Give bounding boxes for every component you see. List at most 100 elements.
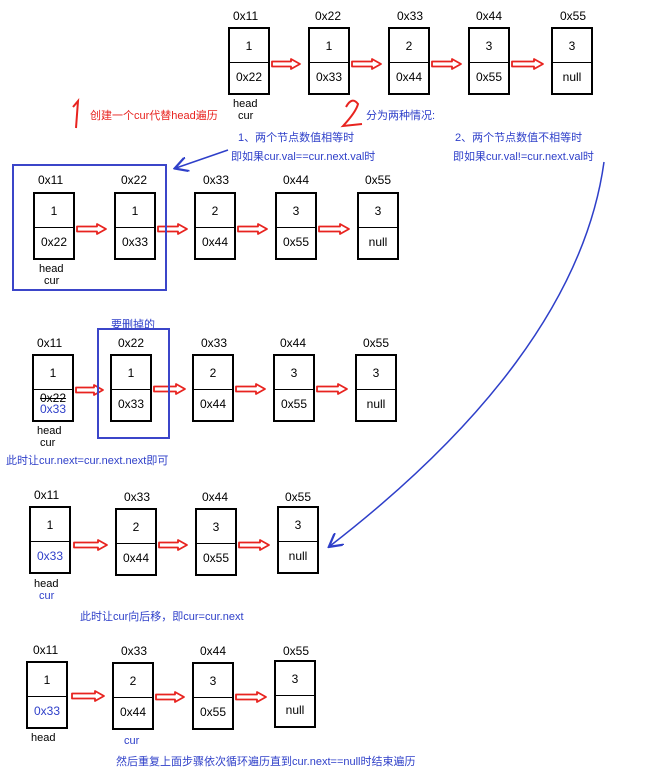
list-node: 1 0x33 (110, 354, 152, 422)
node-address: 0x55 (283, 644, 310, 658)
node-next: null (366, 396, 386, 411)
pointer-arrow (237, 223, 268, 235)
head-label: head (31, 732, 56, 744)
node-address: 0x44 (280, 336, 307, 350)
node-address: 0x44 (476, 9, 503, 23)
pointer-arrow (511, 58, 544, 70)
node-value: 1 (31, 508, 69, 542)
list-node: 1 0x22 (33, 192, 75, 260)
node-value: 3 (194, 664, 232, 698)
cur-label: cur (44, 275, 60, 287)
node-next: 0x33 (315, 69, 343, 84)
list-node: 1 0x22 0x33 (32, 354, 74, 422)
pointer-arrow (73, 539, 108, 551)
node-value: 2 (117, 510, 155, 544)
node-next: 0x55 (280, 396, 308, 411)
head-label: head (233, 98, 258, 110)
node-address: 0x55 (285, 490, 312, 504)
cur-label: cur (238, 110, 254, 122)
row5-note: 然后重复上面步骤依次循环遍历直到cur.next==null时结束遍历 (116, 756, 416, 768)
list-node: 1 0x33 (29, 506, 71, 574)
list-node: 3 null (357, 192, 399, 260)
node-value: 3 (276, 662, 314, 696)
node-value: 3 (553, 29, 591, 63)
node-next: 0x55 (202, 550, 230, 565)
node-address: 0x11 (34, 488, 60, 502)
list-node: 2 0x44 (194, 192, 236, 260)
node-next: 0x22 0x33 (34, 387, 72, 420)
node-address: 0x33 (124, 490, 151, 504)
node-next: 0x22 (235, 69, 263, 84)
list-node: 1 0x33 (308, 27, 350, 95)
step1-text: 创建一个cur代替head遍历 (90, 110, 218, 122)
node-address: 0x44 (200, 644, 227, 658)
list-node: 3 null (274, 660, 316, 728)
list-node: 3 0x55 (468, 27, 510, 95)
pointer-arrow (235, 383, 266, 395)
node-value: 1 (112, 356, 150, 390)
node-address: 0x33 (121, 644, 148, 658)
node-value: 1 (34, 356, 72, 390)
step2-text: 分为两种情况: (366, 110, 436, 122)
node-address: 0x55 (363, 336, 390, 350)
node-address: 0x11 (33, 643, 59, 657)
delete-node-frame (97, 328, 170, 439)
list-node: 1 0x33 (114, 192, 156, 260)
list-node: 3 0x55 (195, 508, 237, 576)
node-next: 0x44 (201, 234, 229, 249)
list-node: 3 null (355, 354, 397, 422)
node-next: 0x22 (40, 234, 68, 249)
node-address: 0x22 (315, 9, 342, 23)
node-next: null (562, 69, 582, 84)
node-value: 3 (357, 356, 395, 390)
list-node: 2 0x44 (112, 662, 154, 730)
node-value: 3 (279, 508, 317, 542)
node-next: 0x44 (122, 550, 150, 565)
pointer-arrow (157, 223, 188, 235)
node-next: 0x55 (199, 704, 227, 719)
node-address: 0x55 (365, 173, 392, 187)
head-label: head (34, 578, 59, 590)
list-node: 2 0x44 (192, 354, 234, 422)
list-node: 1 0x33 (26, 661, 68, 729)
case-equal-title: 1、两个节点数值相等时 (238, 132, 355, 144)
pointer-arrow (271, 58, 301, 70)
cur-label: cur (124, 735, 140, 747)
list-node: 2 0x44 (388, 27, 430, 95)
node-value: 3 (197, 510, 235, 544)
node-address: 0x44 (202, 490, 229, 504)
node-next: 0x33 (36, 548, 64, 563)
node-value: 3 (277, 194, 315, 228)
node-address: 0x11 (37, 336, 63, 350)
node-value: 1 (310, 29, 348, 63)
case-notequal-title: 2、两个节点数值不相等时 (455, 132, 583, 144)
node-value: 1 (230, 29, 268, 63)
node-value: 3 (359, 194, 397, 228)
node-value: 2 (196, 194, 234, 228)
node-next: 0x55 (475, 69, 503, 84)
list-node: 1 0x22 (228, 27, 270, 95)
head-label: head (37, 425, 62, 437)
list-node: 2 0x44 (115, 508, 157, 576)
node-next: 0x44 (199, 396, 227, 411)
node-next: 0x44 (119, 704, 147, 719)
pointer-arrow (351, 58, 382, 70)
pointer-arrow (76, 223, 107, 235)
node-address: 0x33 (203, 173, 230, 187)
node-value: 2 (390, 29, 428, 63)
pointer-arrow (155, 691, 185, 703)
pointer-arrow (158, 539, 188, 551)
step1-marker-stroke (72, 97, 80, 129)
node-value: 2 (114, 664, 152, 698)
node-address: 0x33 (397, 9, 424, 23)
node-address: 0x22 (118, 336, 145, 350)
node-address: 0x55 (560, 9, 587, 23)
row4-note: 此时让cur向后移，即cur=cur.next (80, 611, 244, 623)
node-next: 0x33 (121, 234, 149, 249)
list-node: 3 null (277, 506, 319, 574)
node-next-new: 0x33 (39, 401, 67, 416)
case-equal-condition: 即如果cur.val==cur.next.val时 (231, 151, 376, 163)
node-address: 0x11 (233, 9, 259, 23)
list-node: 3 0x55 (273, 354, 315, 422)
